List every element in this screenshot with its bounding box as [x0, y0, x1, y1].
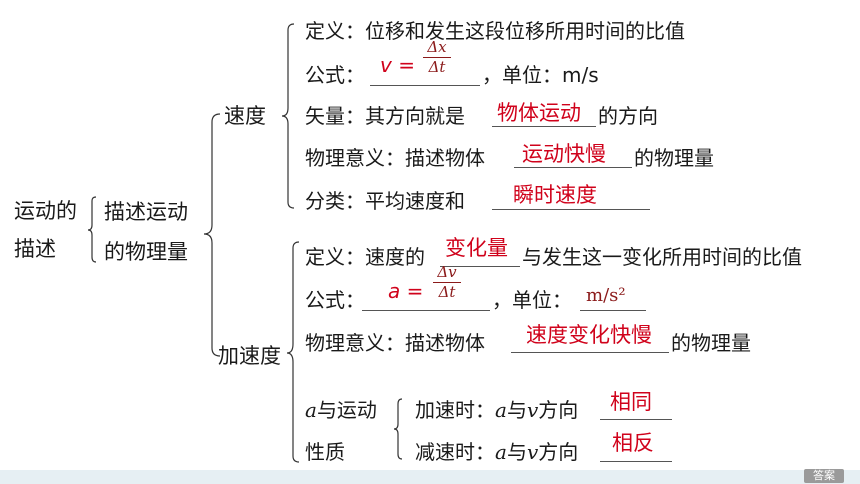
velocity-vector-blank — [492, 126, 596, 127]
acceleration-formula-label: 公式： — [305, 288, 365, 312]
acceleration-formula-fraction: Δv Δt — [433, 265, 461, 300]
velocity-formula-blank — [370, 85, 480, 86]
slowdown-answer: 相反 — [612, 431, 654, 455]
speedup-prefix: 加速时： — [415, 398, 495, 422]
root-title-line2: 描述 — [14, 237, 56, 261]
sub-title-line2: 的物理量 — [104, 240, 188, 264]
slowdown-prefix: 减速时： — [415, 440, 495, 464]
velocity-class-prefix: 分类：平均速度和 — [305, 189, 465, 213]
velocity-class-blank — [492, 209, 650, 210]
velocity-definition: 定义：位移和发生这段位移所用时间的比值 — [305, 19, 685, 43]
velocity-vector-prefix: 矢量：其方向就是 — [305, 104, 465, 128]
nature-var-a: a — [305, 398, 317, 422]
slowdown-blank — [600, 461, 672, 462]
acceleration-meaning-answer: 速度变化快慢 — [526, 323, 652, 347]
acceleration-formula-blank — [362, 310, 490, 311]
acceleration-meaning-prefix: 物理意义：描述物体 — [305, 331, 485, 355]
slowdown-var-a: a — [495, 440, 507, 464]
acceleration-unit-value: m/s² — [586, 285, 626, 306]
velocity-formula-fraction: Δx Δt — [423, 40, 451, 75]
speedup-mid: 与 — [506, 398, 527, 422]
slowdown-var-v: v — [526, 440, 539, 464]
acceleration-unit-blank — [580, 310, 646, 311]
bracket-velocity — [281, 23, 295, 209]
speedup-end: 方向 — [538, 398, 579, 422]
acceleration-meaning-suffix: 的物理量 — [671, 331, 751, 355]
velocity-class-answer: 瞬时速度 — [513, 183, 597, 207]
sub-title-line1: 描述运动 — [104, 200, 188, 224]
velocity-vector-answer: 物体运动 — [497, 101, 581, 125]
answer-button[interactable]: 答案 — [804, 469, 844, 483]
speedup-row: 加速时：a与v方向 — [415, 398, 578, 422]
bracket-nature — [393, 398, 403, 460]
acceleration-def-prefix: 定义：速度的 — [305, 245, 425, 269]
velocity-formula-numerator: Δx — [427, 38, 447, 56]
speedup-answer: 相同 — [610, 390, 652, 414]
speedup-var-a: a — [495, 398, 507, 422]
bracket-root — [87, 196, 97, 263]
slowdown-end: 方向 — [538, 440, 579, 464]
velocity-title: 速度 — [224, 104, 266, 128]
acceleration-formula-numerator: Δv — [437, 263, 457, 281]
velocity-meaning-answer: 运动快慢 — [522, 142, 606, 166]
bracket-sub — [203, 113, 221, 357]
acceleration-def-blank — [440, 266, 520, 267]
nature-label-line2: 性质 — [305, 440, 345, 464]
slowdown-row: 减速时：a与v方向 — [415, 440, 578, 464]
velocity-unit: ，单位：m/s — [482, 63, 599, 87]
acceleration-formula-lhs: a = — [388, 279, 424, 303]
slowdown-mid: 与 — [506, 440, 527, 464]
nature-label-line1: a与运动 — [305, 398, 377, 422]
speedup-var-v: v — [526, 398, 539, 422]
velocity-meaning-prefix: 物理意义：描述物体 — [305, 146, 485, 170]
acceleration-unit-label: ，单位： — [492, 288, 572, 312]
acceleration-meaning-blank — [511, 352, 669, 353]
nature-text-line1: 与运动 — [316, 398, 377, 422]
velocity-vector-suffix: 的方向 — [598, 104, 658, 128]
root-title-line1: 运动的 — [14, 199, 77, 223]
acceleration-def-answer: 变化量 — [445, 236, 508, 260]
velocity-formula-lhs: v = — [380, 53, 415, 77]
footer-bar — [0, 470, 860, 484]
velocity-meaning-suffix: 的物理量 — [634, 146, 714, 170]
acceleration-formula-denominator: Δt — [438, 283, 456, 301]
acceleration-def-suffix: 与发生这一变化所用时间的比值 — [522, 245, 802, 269]
acceleration-title: 加速度 — [218, 344, 281, 368]
velocity-formula-denominator: Δt — [428, 58, 446, 76]
bracket-acceleration — [286, 241, 300, 463]
velocity-meaning-blank — [514, 167, 632, 168]
speedup-blank — [600, 419, 672, 420]
velocity-formula-label: 公式： — [305, 63, 365, 87]
